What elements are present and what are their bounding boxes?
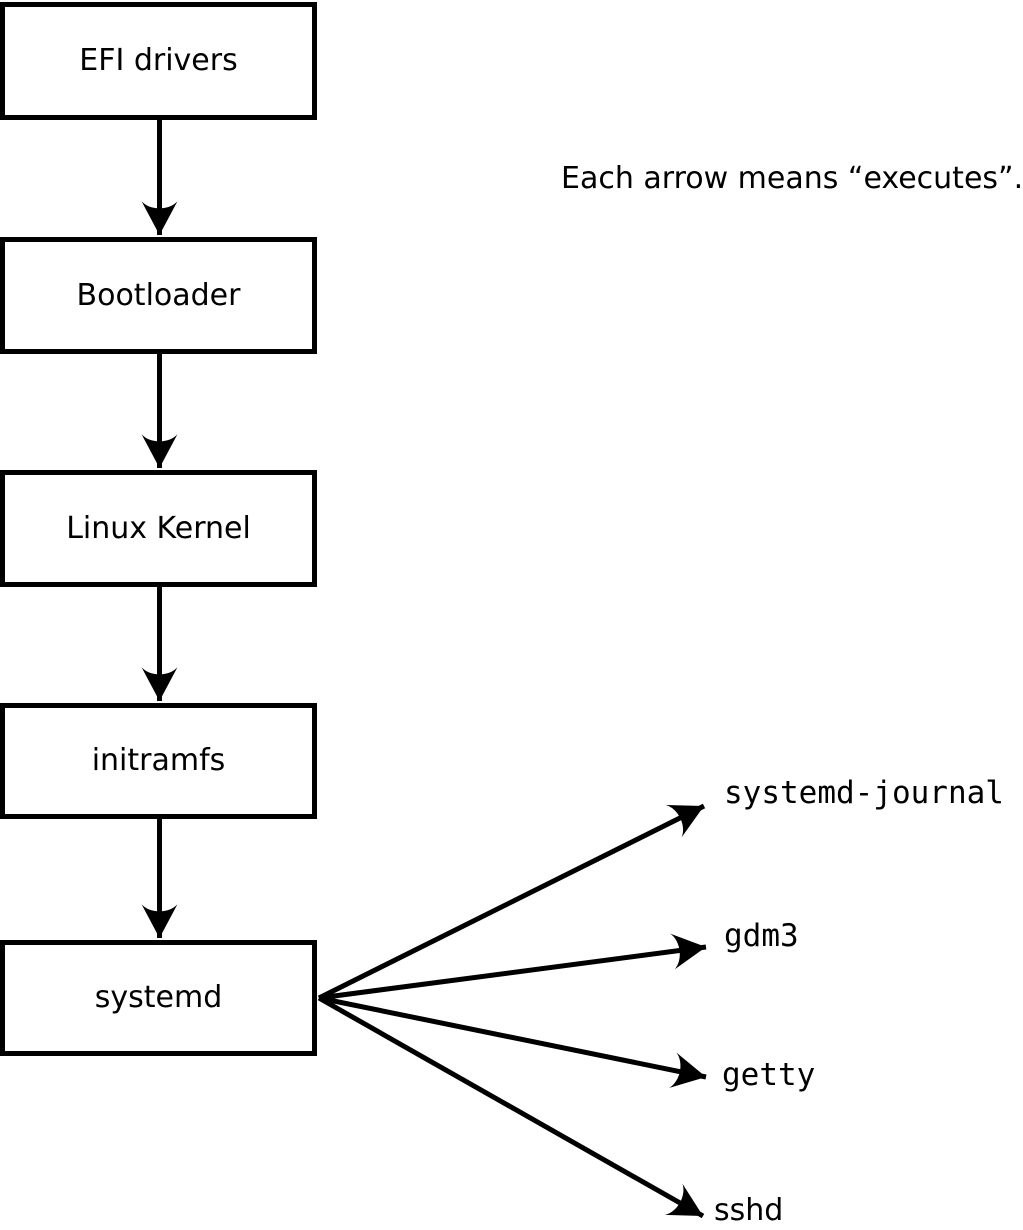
box-systemd-label: systemd <box>94 980 223 1015</box>
process-label-gdm3: gdm3 <box>724 918 799 954</box>
process-label-systemd-journal: systemd-journal <box>724 775 1004 811</box>
edge-systemd-to-journal <box>317 803 706 1001</box>
process-label-sshd: sshd <box>714 1193 784 1228</box>
edge-systemd-to-getty <box>318 995 707 1088</box>
box-initramfs: initramfs <box>0 703 317 819</box>
box-bootloader-label: Bootloader <box>76 277 241 313</box>
box-systemd: systemd <box>0 940 317 1056</box>
box-efi-drivers-label: EFI drivers <box>79 43 238 78</box>
box-efi-drivers: EFI drivers <box>0 2 317 120</box>
box-linux-kernel-label: Linux Kernel <box>66 510 251 546</box>
edge-systemd-to-gdm3 <box>318 933 707 1001</box>
box-linux-kernel: Linux Kernel <box>0 470 317 587</box>
arrow-meaning-note: Each arrow means “executes”. <box>561 161 1023 196</box>
box-bootloader: Bootloader <box>0 237 317 354</box>
edge-systemd-to-sshd <box>317 995 705 1219</box>
box-initramfs-label: initramfs <box>91 743 226 778</box>
process-label-getty: getty <box>722 1057 816 1093</box>
